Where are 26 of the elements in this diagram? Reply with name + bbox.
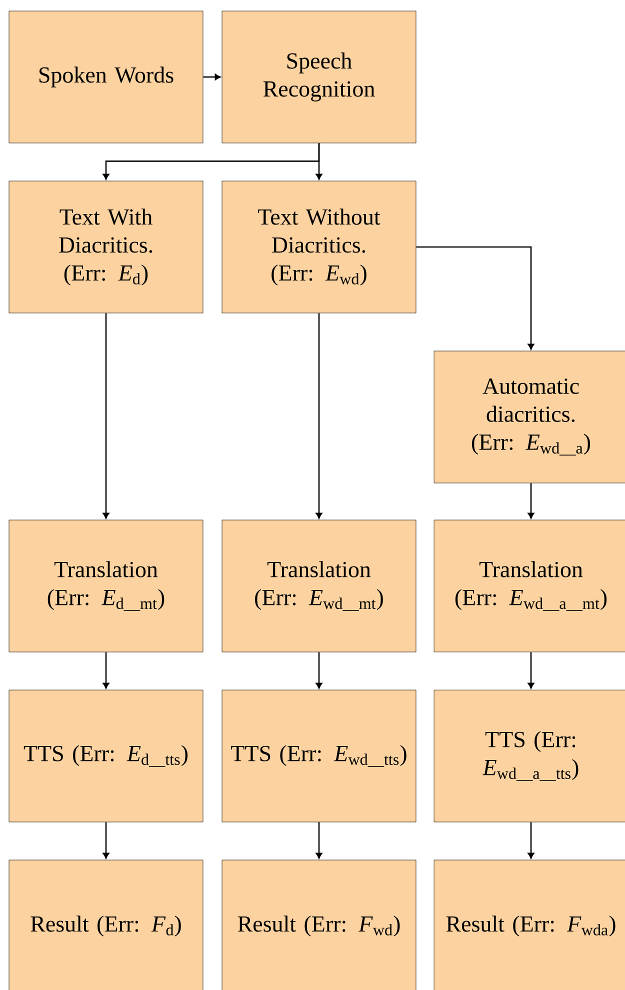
process-box: TTS (Err: E$_{d__tts}$) [8,690,204,822]
arrow [316,313,322,519]
process-box: Spoken Words [8,10,204,144]
process-box: Translation (Err: E$_{wd__a__mt}$) [434,520,625,652]
process-box: Translation (Err: E$_{d__mt}$) [8,520,204,652]
arrow [316,652,322,689]
process-box: Text Without Diacritics. (Err: E$_{wd}$) [222,180,416,314]
arrow [102,313,110,519]
arrow [528,483,534,519]
process-box: Result (Err: F$_{d}$) [8,860,204,990]
arrow [528,652,534,689]
arrow [528,822,534,859]
process-box: TTS (Err: E$_{wd__a__tts}$) [434,690,625,822]
process-box: TTS (Err: E$_{wd__tts}$) [222,690,416,822]
process-box: Translation (Err: E$_{wd__mt}$) [222,520,416,652]
process-box: Automatic diacritics. (Err: E$_{wd__a}$) [434,350,625,484]
process-box: Result (Err: F$_{wd}$) [222,860,416,990]
arrow [416,246,534,350]
process-box: Speech Recognition [222,10,416,144]
process-box: Result (Err: F$_{wda}$) [434,860,625,990]
arrow [102,652,110,689]
arrow [316,822,322,859]
arrow [316,143,322,180]
arrow [102,822,110,859]
arrow [203,74,221,80]
process-box: Text With Diacritics. (Err: E$_{d}$) [8,180,204,314]
